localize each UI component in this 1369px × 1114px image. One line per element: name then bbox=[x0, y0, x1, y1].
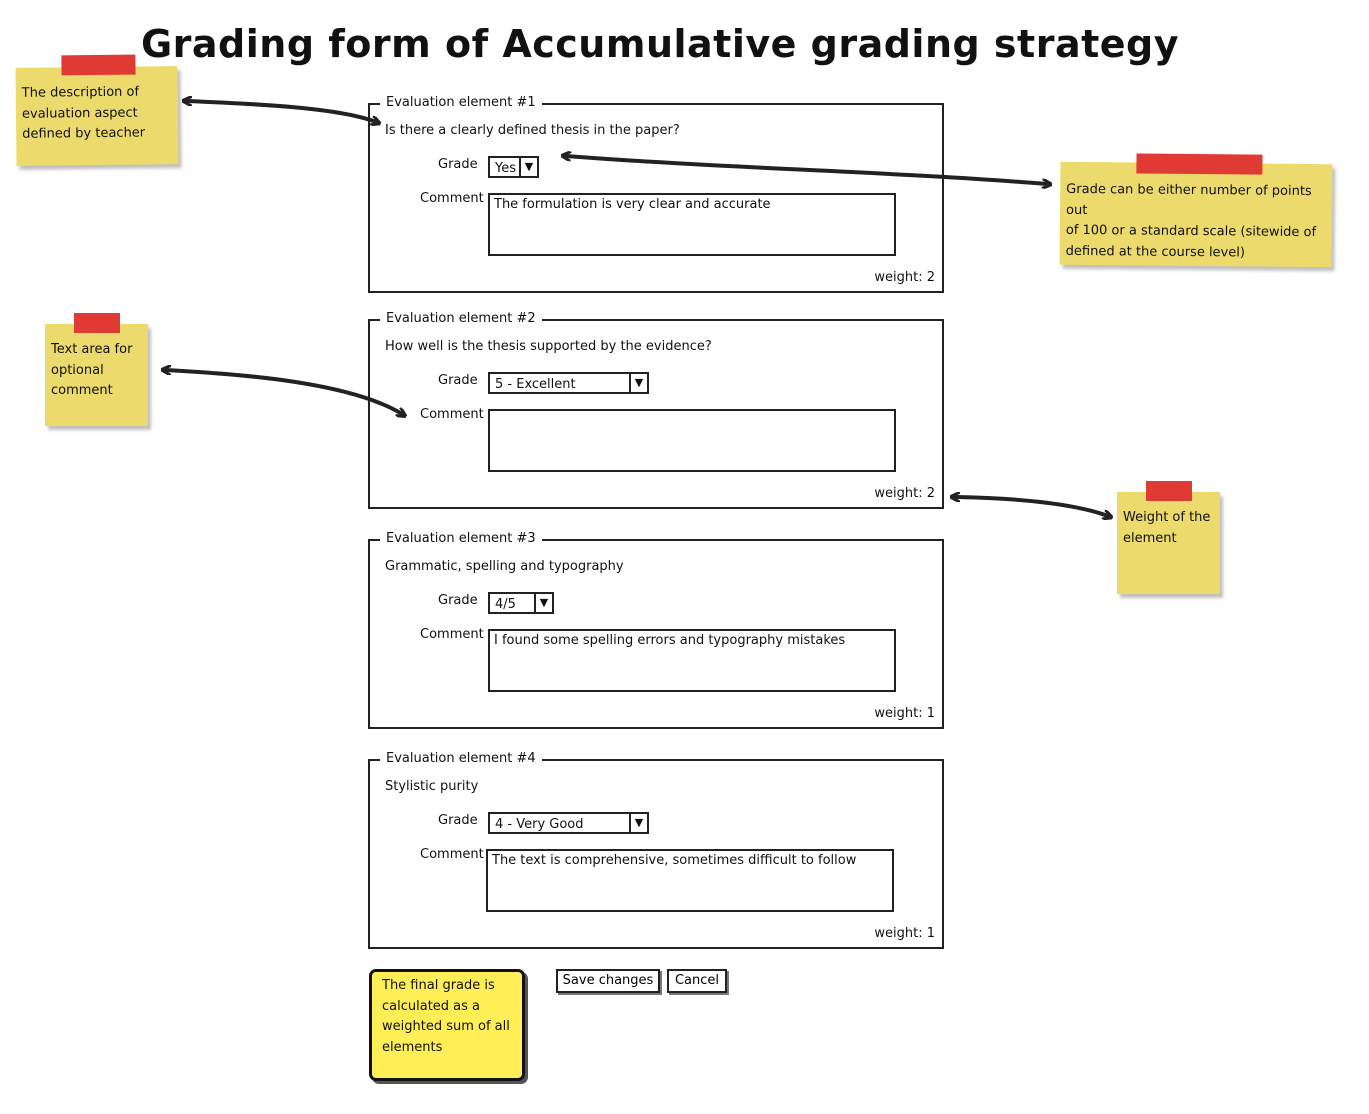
note-line: optional bbox=[51, 362, 104, 378]
grade-label: Grade bbox=[438, 813, 478, 828]
final-grade-note: The final grade is calculated as a weigh… bbox=[369, 969, 525, 1081]
note-line: element bbox=[1123, 530, 1177, 546]
note-line: weighted sum of all bbox=[382, 1019, 510, 1034]
comment-textarea[interactable] bbox=[488, 409, 896, 472]
element-legend: Evaluation element #4 bbox=[380, 751, 542, 766]
comment-label: Comment bbox=[420, 191, 484, 206]
tape bbox=[74, 313, 120, 333]
grade-value: 4/5 bbox=[495, 597, 516, 612]
comment-label: Comment bbox=[420, 847, 484, 862]
note-line: calculated as a bbox=[382, 998, 481, 1014]
grade-label: Grade bbox=[438, 373, 478, 388]
page-title: Grading form of Accumulative grading str… bbox=[140, 22, 1180, 66]
arrow-weight bbox=[955, 497, 1108, 516]
comment-text: The text is comprehensive, sometimes dif… bbox=[492, 853, 857, 868]
cancel-button[interactable]: Cancel bbox=[667, 969, 727, 993]
weight-label: weight: 2 bbox=[874, 486, 935, 501]
comment-textarea[interactable]: The text is comprehensive, sometimes dif… bbox=[486, 849, 894, 912]
comment-text: The formulation is very clear and accura… bbox=[494, 197, 771, 212]
weight-label: weight: 1 bbox=[874, 926, 935, 941]
grade-select[interactable]: 4 - Very Good ▼ bbox=[488, 812, 649, 834]
grade-select[interactable]: Yes ▼ bbox=[488, 156, 539, 178]
dropdown-arrow-icon[interactable]: ▼ bbox=[534, 594, 552, 612]
element-question: Is there a clearly defined thesis in the… bbox=[385, 123, 680, 138]
comment-label: Comment bbox=[420, 407, 484, 422]
weight-label: weight: 2 bbox=[874, 270, 935, 285]
evaluation-element-1: Evaluation element #1 Is there a clearly… bbox=[368, 95, 944, 293]
note-line: comment bbox=[51, 383, 113, 398]
grade-select[interactable]: 4/5 ▼ bbox=[488, 592, 554, 614]
weight-label: weight: 1 bbox=[874, 706, 935, 721]
grade-label: Grade bbox=[438, 593, 478, 608]
weight-sticky-note: Weight of the element bbox=[1117, 481, 1220, 594]
comment-textarea[interactable]: I found some spelling errors and typogra… bbox=[488, 629, 896, 692]
element-question: Grammatic, spelling and typography bbox=[385, 559, 624, 574]
note-line: The final grade is bbox=[382, 978, 495, 993]
dropdown-arrow-icon[interactable]: ▼ bbox=[629, 374, 647, 392]
textarea-sticky-note: Text area for optional comment bbox=[45, 313, 148, 426]
comment-text: I found some spelling errors and typogra… bbox=[494, 633, 846, 648]
arrow-grade bbox=[566, 156, 1047, 184]
note-line: elements bbox=[382, 1039, 443, 1055]
grade-label: Grade bbox=[438, 157, 478, 172]
tape bbox=[1146, 481, 1192, 501]
element-legend: Evaluation element #1 bbox=[380, 95, 542, 110]
evaluation-element-2: Evaluation element #2 How well is the th… bbox=[368, 311, 944, 509]
evaluation-element-4: Evaluation element #4 Stylistic purity G… bbox=[368, 751, 944, 949]
element-legend: Evaluation element #2 bbox=[380, 311, 542, 326]
grade-value: 5 - Excellent bbox=[495, 377, 576, 392]
comment-textarea[interactable]: The formulation is very clear and accura… bbox=[488, 193, 896, 256]
evaluation-element-3: Evaluation element #3 Grammatic, spellin… bbox=[368, 531, 944, 729]
element-question: How well is the thesis supported by the … bbox=[385, 339, 712, 354]
grade-value: Yes bbox=[495, 161, 516, 176]
grade-value: 4 - Very Good bbox=[495, 817, 584, 832]
arrow-textarea bbox=[166, 370, 402, 414]
save-changes-button[interactable]: Save changes bbox=[556, 969, 660, 993]
grade-select[interactable]: 5 - Excellent ▼ bbox=[488, 372, 649, 394]
note-line: Weight of the bbox=[1123, 510, 1211, 525]
arrow-description bbox=[187, 101, 376, 122]
dropdown-arrow-icon[interactable]: ▼ bbox=[519, 158, 537, 176]
element-question: Stylistic purity bbox=[385, 779, 479, 794]
comment-label: Comment bbox=[420, 627, 484, 642]
element-legend: Evaluation element #3 bbox=[380, 531, 542, 546]
dropdown-arrow-icon[interactable]: ▼ bbox=[629, 814, 647, 832]
note-line: Text area for bbox=[51, 342, 133, 357]
